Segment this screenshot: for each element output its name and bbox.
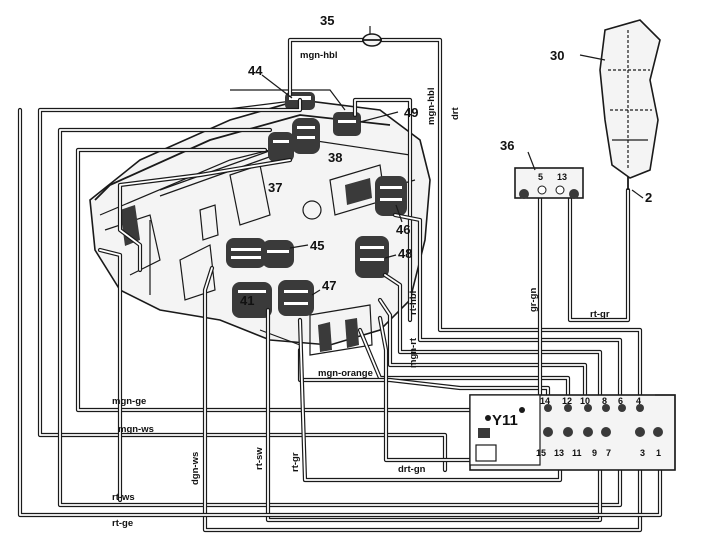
pin-1: 1 [656, 448, 661, 458]
hose-rt-ws: rt-ws [112, 492, 135, 503]
hose-rt-ge: rt-ge [112, 518, 133, 529]
leader-lines [261, 26, 644, 296]
hose-mgn-rt: mgn-rt [408, 337, 419, 368]
label-46: 46 [396, 222, 410, 237]
pin-7: 7 [606, 448, 611, 458]
component-labels: 35 30 44 49 36 38 37 2 46 45 48 47 41 Y1… [240, 13, 652, 429]
pin-13: 13 [554, 448, 564, 458]
pin-10: 10 [580, 396, 590, 406]
label-36: 36 [500, 138, 514, 153]
hose-labels: mgn-hbl mgn-hbl drt gr-gn rt-gr rt-hbl m… [112, 50, 610, 529]
label-38: 38 [328, 150, 342, 165]
hose-rt-gr-right: rt-gr [590, 309, 610, 320]
actuator-48 [355, 236, 389, 278]
actuator-38 [292, 118, 320, 154]
hose-mgn-ws: mgn-ws [118, 424, 154, 435]
pin-11: 11 [572, 448, 582, 458]
label-y11: Y11 [492, 412, 518, 429]
pin-labels-36: 5 13 [538, 172, 567, 182]
label-35: 35 [320, 13, 334, 28]
label-30: 30 [550, 48, 564, 63]
pin-3: 3 [640, 448, 645, 458]
hose-drt-gn: drt-gn [398, 464, 426, 475]
actuator-45 [226, 238, 266, 268]
label-48: 48 [398, 246, 412, 261]
vacuum-hoses [17, 37, 663, 533]
pin-15: 15 [536, 448, 546, 458]
pin-14: 14 [540, 396, 550, 406]
pin-nipples-top [544, 404, 644, 412]
label-37: 37 [268, 180, 282, 195]
actuator-49 [333, 112, 361, 136]
hose-rt-gr-left: rt-gr [290, 452, 301, 472]
actuator-45b [262, 240, 294, 268]
pin-8: 8 [602, 396, 607, 406]
switchover-valve-block [469, 394, 676, 471]
hose-drt: drt [450, 107, 461, 121]
heater-housing [89, 89, 431, 370]
label-44: 44 [248, 63, 263, 78]
pin36-13: 13 [557, 172, 567, 182]
hose-dgn-ws: dgn-ws [190, 452, 201, 485]
pin-nipples-mid [543, 427, 663, 437]
actuator-41 [232, 282, 272, 318]
label-49: 49 [404, 105, 418, 120]
label-41: 41 [240, 293, 254, 308]
actuator-37 [268, 132, 294, 162]
hose-gr-gn: gr-gn [528, 288, 539, 312]
connector-36 [514, 167, 584, 199]
pin-labels-bottom: 15 13 11 9 7 3 1 [536, 448, 661, 458]
hose-rt-hbl: rt-hbl [408, 291, 419, 315]
actuator-47 [278, 280, 314, 316]
pin-labels-top: 14 12 10 8 6 4 [540, 396, 641, 406]
pin-4: 4 [636, 396, 641, 406]
hose-mgn-hbl-vert: mgn-hbl [426, 88, 437, 125]
pin-9: 9 [592, 448, 597, 458]
label-2: 2 [645, 190, 652, 205]
check-valve-35 [362, 33, 382, 47]
label-45: 45 [310, 238, 324, 253]
pin36-5: 5 [538, 172, 543, 182]
hose-mgn-hbl-top: mgn-hbl [300, 50, 337, 61]
reservoir-30 [599, 19, 661, 179]
actuator-46 [375, 176, 407, 216]
pin-12: 12 [562, 396, 572, 406]
vacuum-actuators [226, 92, 407, 318]
hose-rt-sw: rt-sw [254, 447, 265, 470]
hose-mgn-orange: mgn-orange [318, 368, 373, 379]
label-47: 47 [322, 278, 336, 293]
pin-6: 6 [618, 396, 623, 406]
hose-mgn-ge: mgn-ge [112, 396, 146, 407]
